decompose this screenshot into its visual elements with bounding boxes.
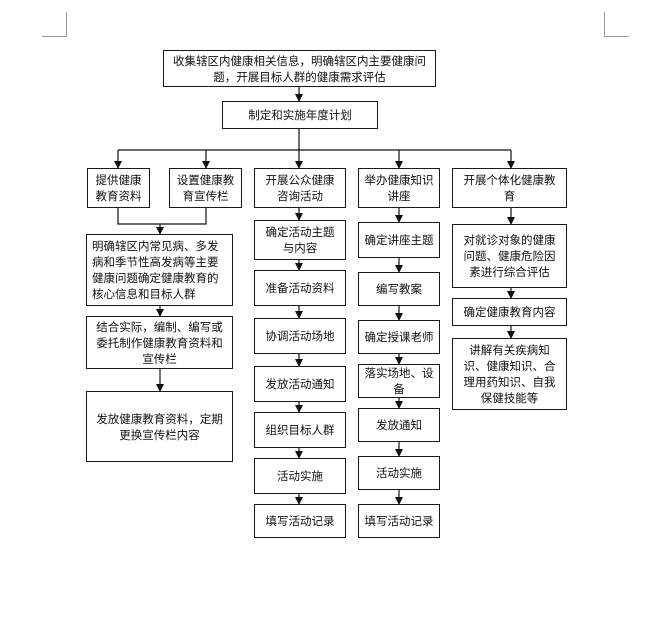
step-send-notice: 发放活动通知 xyxy=(254,366,346,402)
branch-provide-materials: 提供健康教育资料 xyxy=(87,168,150,208)
step-produce-materials: 结合实际，编制、编写或委托制作健康教育资料和宣传栏 xyxy=(86,316,233,369)
step-annual-plan: 制定和实施年度计划 xyxy=(222,101,378,129)
step-comprehensive-assessment: 对就诊对象的健康问题、健康危险因素进行综合评估 xyxy=(452,224,567,288)
step-identify-key-messages: 明确辖区内常见病、多发病和季节性高发病等主要健康问题确定健康教育的核心信息和目标… xyxy=(86,234,233,306)
step-distribute-materials: 发放健康教育资料，定期更换宣传栏内容 xyxy=(86,391,233,462)
step-define-content: 确定健康教育内容 xyxy=(452,298,567,326)
step-organize-audience: 组织目标人群 xyxy=(254,412,346,448)
step-activity-record: 填写活动记录 xyxy=(254,504,346,538)
step-lesson-plan: 编写教案 xyxy=(358,272,440,306)
step-assign-lecturer: 确定授课老师 xyxy=(358,320,440,354)
step-lecture-notice: 发放通知 xyxy=(358,408,440,442)
crop-mark-top-right xyxy=(604,12,629,37)
step-define-theme: 确定活动主题与内容 xyxy=(254,220,346,260)
branch-public-consultation: 开展公众健康咨询活动 xyxy=(254,168,346,208)
branch-health-lecture: 举办健康知识讲座 xyxy=(358,168,440,208)
step-lecture-record: 填写活动记录 xyxy=(358,504,440,538)
step-collect-health-info: 收集辖区内健康相关信息，明确辖区内主要健康问题，开展目标人群的健康需求评估 xyxy=(163,50,436,87)
connector xyxy=(160,208,207,225)
step-explain-knowledge: 讲解有关疾病知识、健康知识、合理用药知识、自我保健技能等 xyxy=(452,338,567,410)
branch-bulletin-board: 设置健康教育宣传栏 xyxy=(169,168,242,208)
connector xyxy=(117,208,164,235)
step-lecture-implementation: 活动实施 xyxy=(358,456,440,490)
step-venue-equipment: 落实场地、设备 xyxy=(358,364,440,398)
step-coordinate-venue: 协调活动场地 xyxy=(254,318,346,354)
step-lecture-topic: 确定讲座主题 xyxy=(358,222,440,258)
step-activity-implementation: 活动实施 xyxy=(254,458,346,494)
branch-individual-education: 开展个体化健康教育 xyxy=(452,168,567,208)
step-prepare-materials: 准备活动资料 xyxy=(254,270,346,306)
crop-mark-top-left xyxy=(42,12,67,37)
